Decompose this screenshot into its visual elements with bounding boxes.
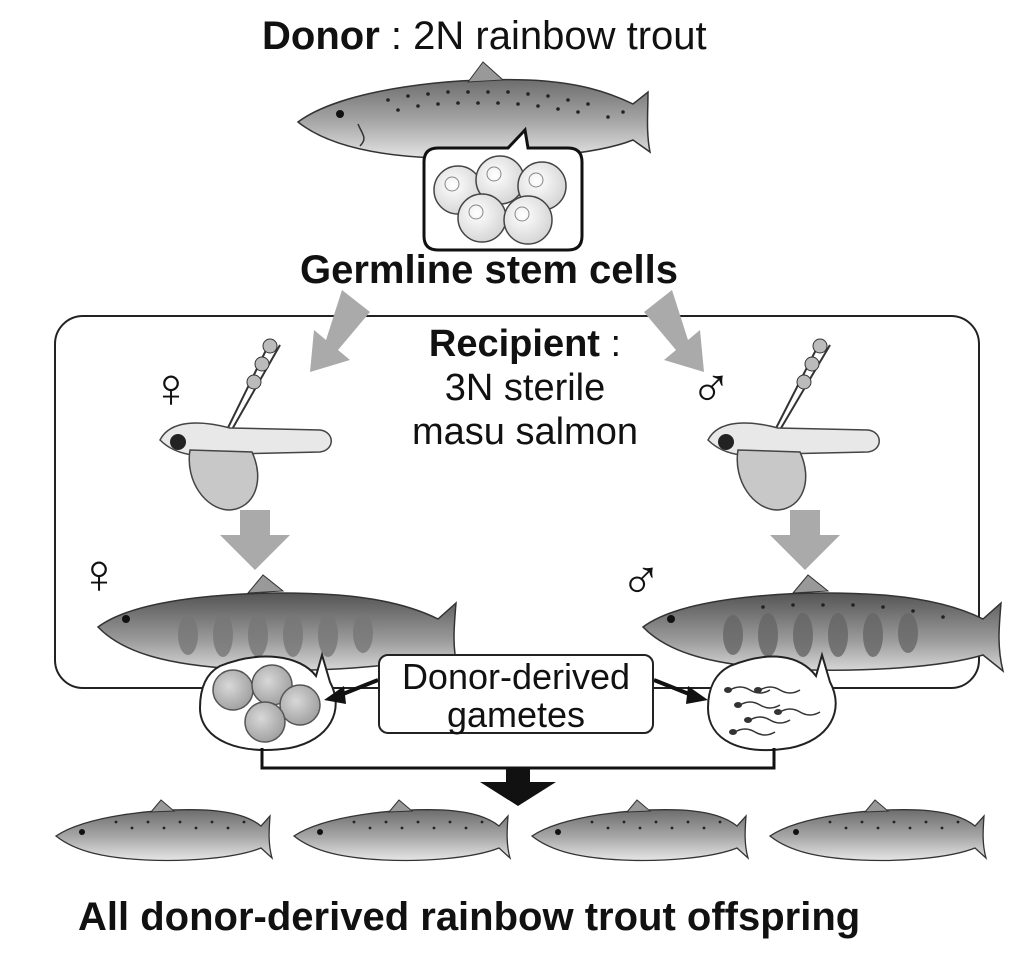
- offspring-trout-icon: [292, 799, 512, 862]
- female-symbol-adult: ♀: [78, 542, 120, 605]
- offspring-label: All donor-derived rainbow trout offsprin…: [78, 895, 861, 939]
- offspring-bracket: [260, 748, 776, 770]
- male-masu-salmon-icon: [641, 574, 1005, 673]
- female-masu-salmon-icon: [96, 574, 460, 673]
- recipient-separator: :: [610, 323, 622, 365]
- offspring-trout-icon: [768, 799, 988, 862]
- arrow-to-female-recipient: [310, 290, 370, 372]
- gametes-line-1: Donor-derived: [401, 656, 631, 697]
- offspring-row: [54, 799, 988, 862]
- recipient-line-2: masu salmon: [412, 411, 638, 453]
- offspring-trout-icon: [530, 799, 750, 862]
- donor-trout-icon: [296, 61, 652, 160]
- male-symbol-recipient: ♂: [690, 356, 732, 419]
- gametes-line-2: gametes: [446, 694, 586, 735]
- male-larva-injection: [707, 338, 880, 511]
- donor-label-strong: Donor: [262, 14, 380, 58]
- arrow-to-male-recipient: [644, 290, 704, 372]
- arrow-to-eggs: [324, 686, 346, 704]
- donor-label: Donor : 2N rainbow trout: [262, 14, 707, 59]
- arrow-to-sperm: [686, 686, 708, 704]
- recipient-label: Recipient : 3N sterile masu salmon: [380, 322, 670, 454]
- female-symbol-recipient: ♀: [150, 356, 192, 419]
- arrow-to-offspring: [480, 768, 556, 806]
- recipient-label-strong: Recipient: [428, 323, 600, 365]
- donor-separator: :: [390, 14, 403, 58]
- recipient-line-1: 3N sterile: [444, 367, 606, 409]
- donor-species: 2N rainbow trout: [413, 14, 707, 58]
- arrow-male-growth: [770, 510, 840, 570]
- offspring-trout-icon: [54, 799, 274, 862]
- arrow-female-growth: [220, 510, 290, 570]
- male-symbol-adult: ♂: [620, 548, 662, 611]
- germline-cells-callout: [422, 126, 584, 252]
- eggs-bubble: [198, 651, 337, 752]
- gametes-box: Donor-derived gametes: [378, 654, 654, 734]
- sperm-bubble: [706, 651, 837, 752]
- female-larva-injection: [159, 338, 332, 511]
- germline-label: Germline stem cells: [300, 248, 678, 292]
